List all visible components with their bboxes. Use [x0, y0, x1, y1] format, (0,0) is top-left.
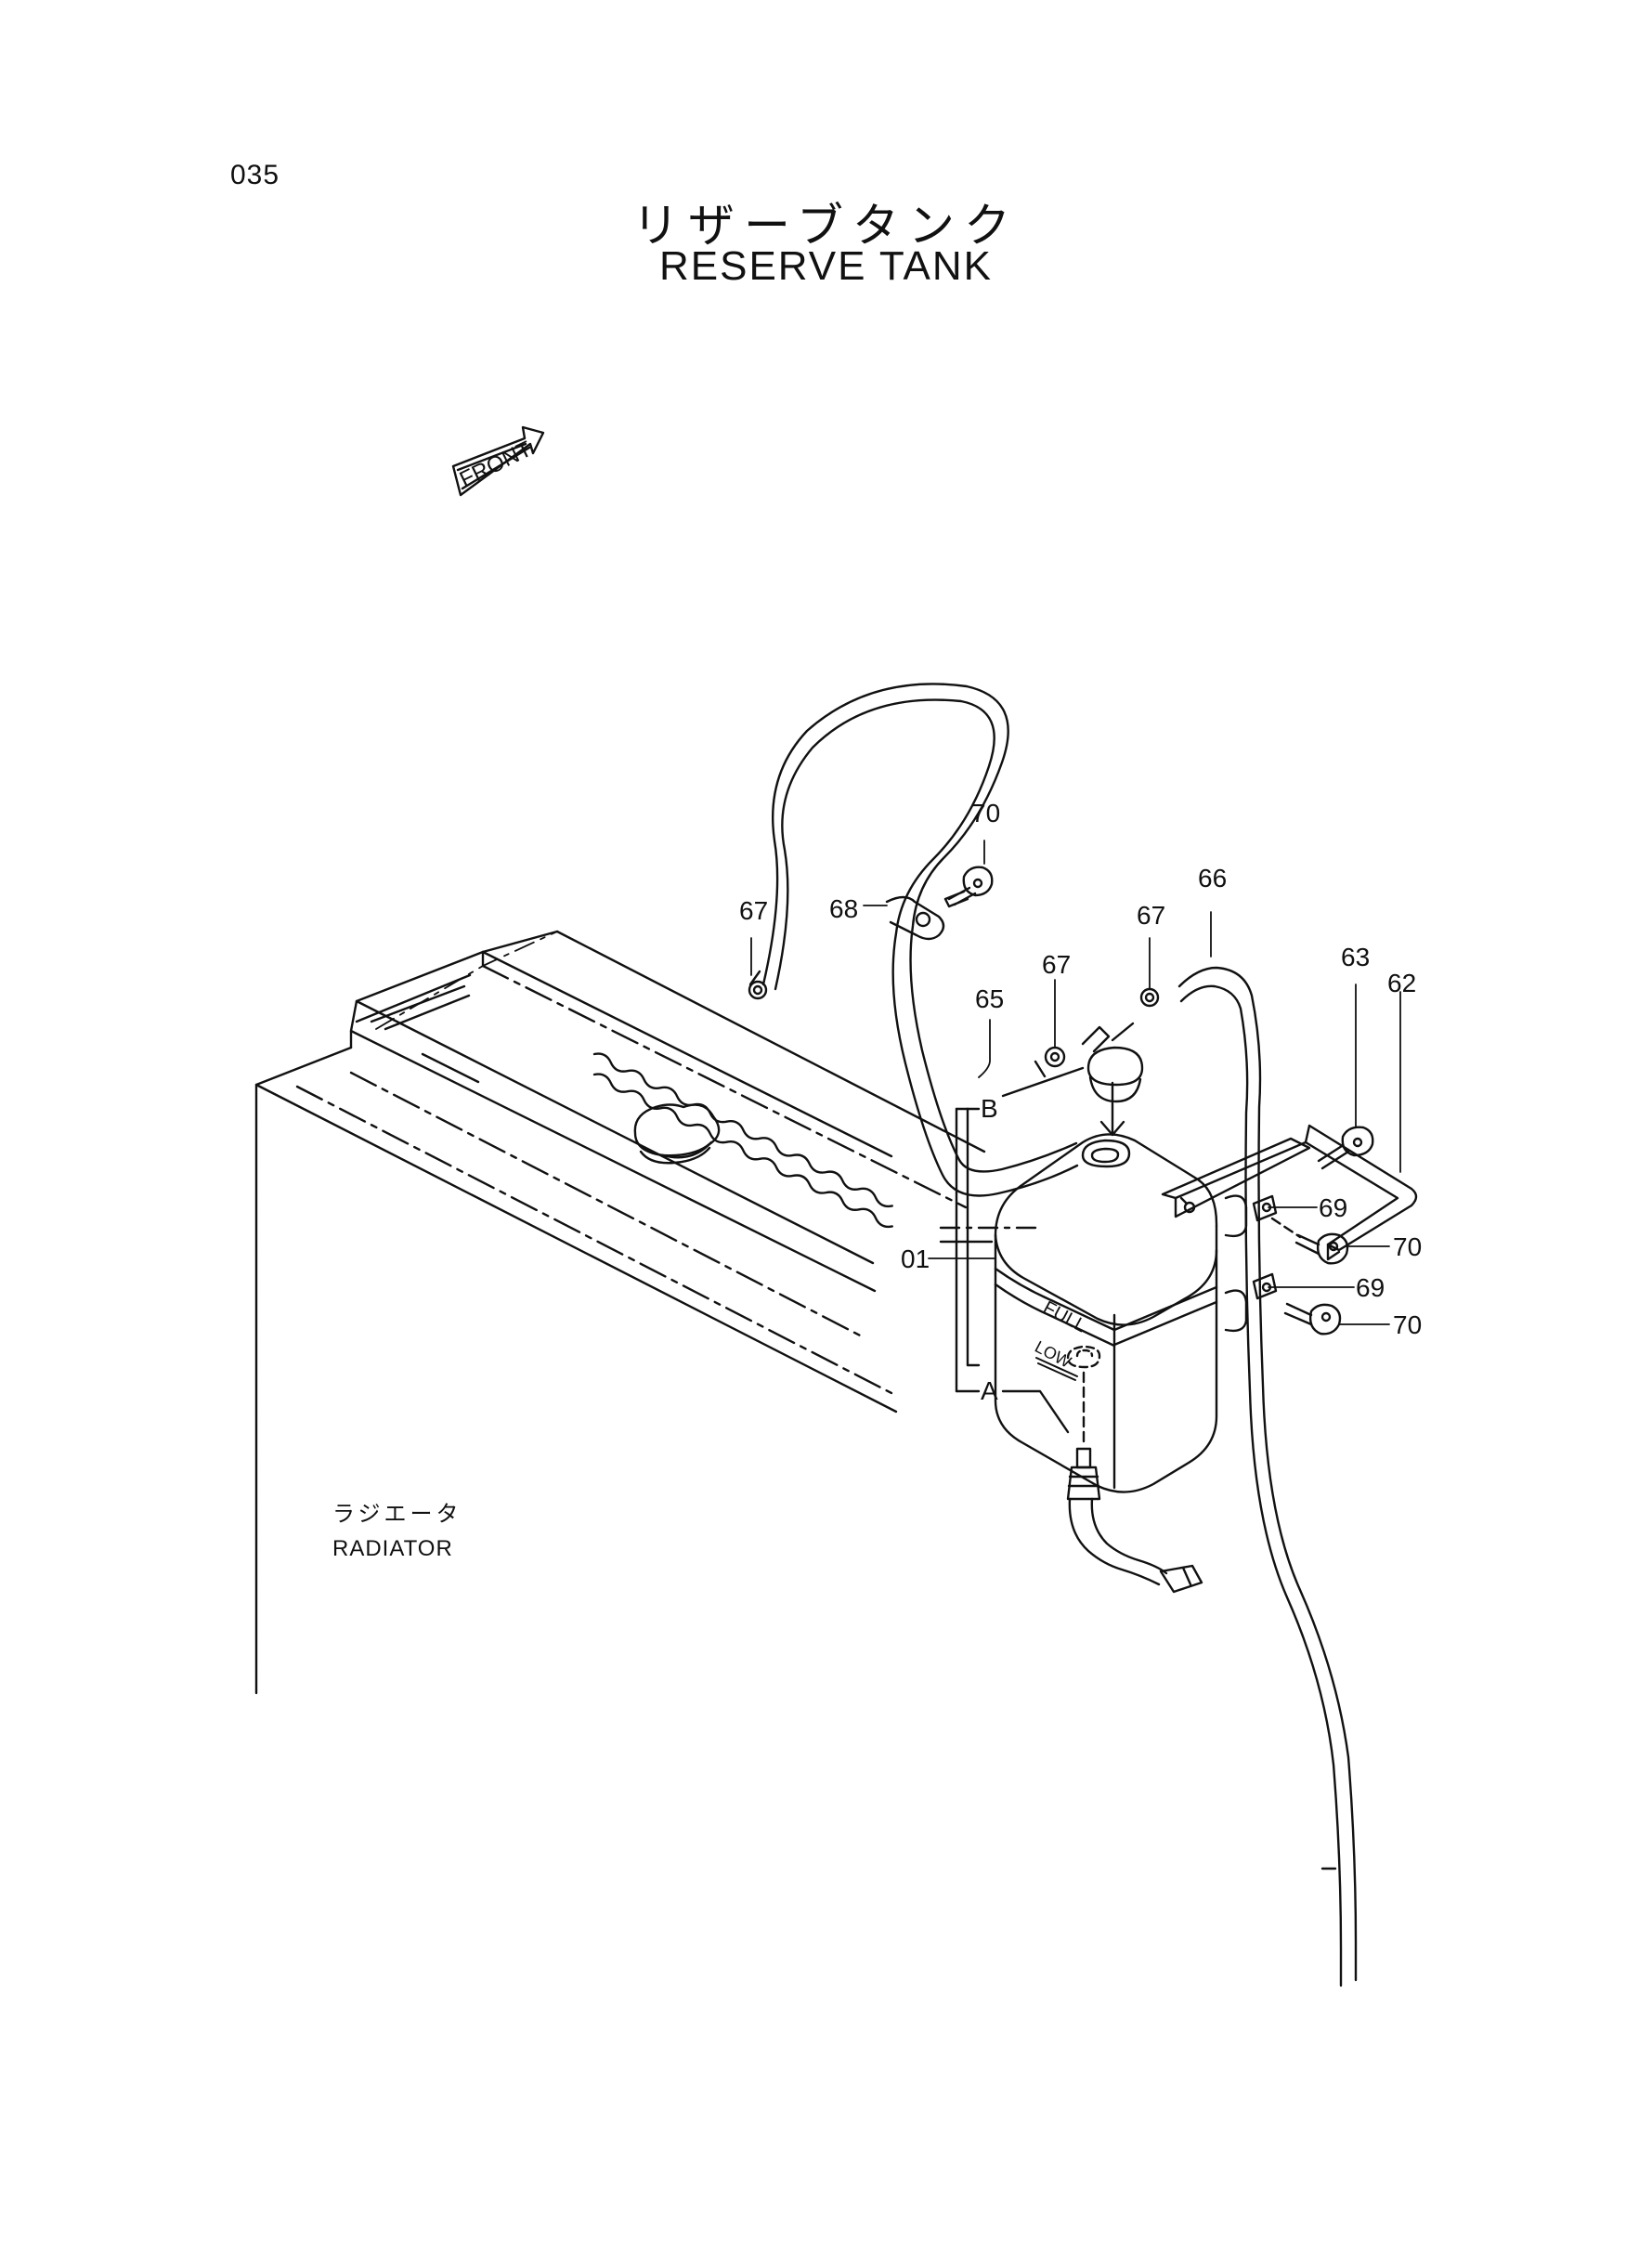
callout-70-mid: 70 — [1393, 1232, 1422, 1261]
overflow-hose-65 — [761, 683, 1079, 1197]
callout-b: B — [981, 1094, 998, 1123]
callout-a: A — [981, 1376, 998, 1405]
hose-clip-69-lower — [1224, 1272, 1278, 1333]
callout-67-mid: 67 — [1042, 950, 1071, 979]
tank-full-mark: FULL — [1040, 1297, 1090, 1336]
radiator — [254, 930, 1042, 1695]
callout-62: 62 — [1387, 969, 1416, 997]
callout-70-low: 70 — [1393, 1310, 1422, 1339]
clamp-67-left — [748, 970, 768, 1000]
title-japanese: リザーブタンク — [632, 199, 1020, 253]
vent-hose-66 — [1177, 966, 1358, 1987]
reserve-tank-01 — [994, 1081, 1218, 1493]
bolt-63 — [1317, 1126, 1374, 1170]
hose-clamp-68 — [885, 895, 945, 941]
radiator-cap — [633, 1103, 721, 1165]
callout-labels: 67 68 70 65 67 67 66 63 62 69 69 70 70 0… — [739, 799, 1422, 1405]
callout-69-lower: 69 — [1356, 1273, 1385, 1302]
title-english: RESERVE TANK — [658, 243, 993, 289]
callout-65: 65 — [975, 984, 1004, 1013]
radiator-label-ja: ラジエータ — [332, 1501, 462, 1527]
front-arrow-icon: FRONT — [451, 425, 545, 497]
clamp-67-mid — [1044, 1046, 1066, 1068]
radiator-label: ラジエータ RADIATOR — [332, 1501, 462, 1561]
front-label: FRONT — [456, 436, 536, 493]
callout-68: 68 — [829, 894, 858, 923]
bracket-62 — [1161, 1124, 1418, 1261]
hose-clip-69-upper — [1224, 1194, 1278, 1238]
callout-69-upper: 69 — [1319, 1193, 1347, 1222]
tank-cap — [1081, 1022, 1144, 1103]
callout-66: 66 — [1198, 864, 1227, 892]
tank-low-mark: LOW — [1032, 1337, 1074, 1372]
reference-bracket-ab — [955, 1066, 1085, 1434]
callout-67-right: 67 — [1137, 901, 1165, 930]
bolt-70-mid — [1270, 1217, 1349, 1265]
bolt-70-top — [943, 866, 994, 908]
callout-67-left: 67 — [739, 896, 768, 925]
callout-01: 01 — [901, 1244, 930, 1273]
callout-leaders — [750, 840, 1401, 1325]
clamp-67-right — [1139, 987, 1160, 1008]
callout-70-top: 70 — [971, 799, 1000, 827]
level-sensor — [1066, 1371, 1203, 1594]
bolt-70-low — [1283, 1302, 1342, 1335]
radiator-label-en: RADIATOR — [332, 1536, 453, 1561]
page-number: 035 — [230, 160, 280, 190]
callout-63: 63 — [1341, 943, 1370, 971]
